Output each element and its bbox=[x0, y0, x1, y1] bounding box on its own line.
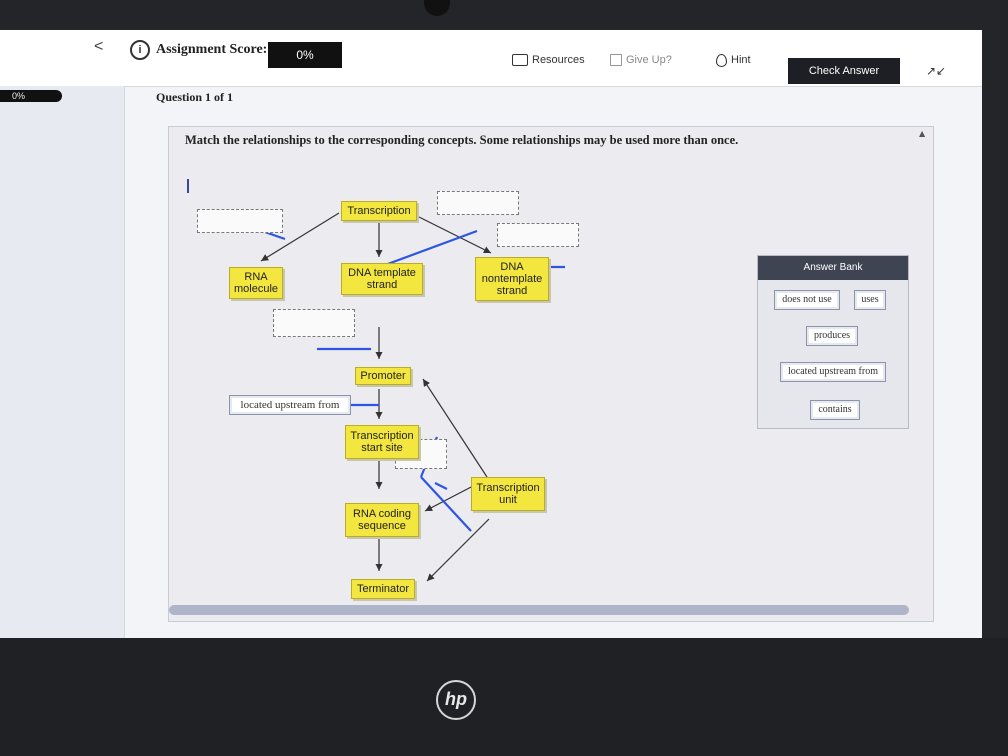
webcam bbox=[424, 0, 450, 16]
blue-stroke-7 bbox=[420, 476, 472, 532]
progress-bar bbox=[0, 90, 62, 102]
hint-button[interactable]: Hint bbox=[716, 46, 751, 74]
node-dna-nontemplate-strand: DNA nontemplate strand bbox=[475, 257, 549, 301]
blue-stroke-8 bbox=[434, 482, 448, 490]
check-answer-button[interactable]: Check Answer bbox=[788, 58, 900, 84]
hint-label: Hint bbox=[731, 54, 751, 66]
node-transcription-start-site: Transcription start site bbox=[345, 425, 419, 459]
question-counter: Question 1 of 1 bbox=[156, 90, 234, 104]
left-progress-panel: 0% bbox=[0, 86, 125, 638]
folder-icon bbox=[512, 54, 528, 67]
connector-transcription-rna bbox=[260, 212, 340, 262]
placed-answer-located-upstream[interactable]: located upstream from bbox=[229, 395, 351, 415]
node-rna-molecule: RNA molecule bbox=[229, 267, 283, 299]
lightbulb-icon bbox=[716, 53, 727, 67]
answer-contains[interactable]: contains bbox=[810, 400, 860, 420]
answer-located-upstream-from[interactable]: located upstream from bbox=[780, 362, 886, 382]
laptop-bezel-top bbox=[0, 0, 1008, 34]
assignment-score-label: Assignment Score: bbox=[156, 42, 268, 57]
info-icon[interactable]: i bbox=[130, 40, 150, 60]
answer-bank-title: Answer Bank bbox=[758, 256, 908, 280]
back-button[interactable]: < bbox=[94, 38, 104, 55]
give-up-button[interactable]: Give Up? bbox=[610, 46, 672, 74]
give-up-label: Give Up? bbox=[626, 54, 672, 66]
blue-stroke-2 bbox=[384, 229, 478, 267]
resources-button[interactable]: Resources bbox=[512, 46, 585, 74]
connector-unit-coding bbox=[424, 484, 476, 512]
question-instructions: Match the relationships to the correspon… bbox=[185, 133, 739, 147]
node-rna-coding-sequence: RNA coding sequence bbox=[345, 503, 419, 537]
dropzone-transcription-nontemplate[interactable] bbox=[497, 223, 579, 247]
screen: < i Assignment Score: 0% Resources Give … bbox=[0, 30, 982, 638]
hp-logo: hp bbox=[436, 680, 476, 720]
answer-does-not-use[interactable]: does not use bbox=[774, 290, 840, 310]
dropzone-transcription-template[interactable] bbox=[437, 191, 519, 215]
answer-produces[interactable]: produces bbox=[806, 326, 858, 346]
top-toolbar: < i Assignment Score: 0% Resources Give … bbox=[0, 30, 982, 87]
laptop-bezel-right bbox=[982, 30, 1008, 638]
node-transcription-unit: Transcription unit bbox=[471, 477, 545, 511]
horizontal-scrollbar[interactable] bbox=[169, 605, 909, 615]
give-up-icon bbox=[610, 54, 622, 67]
node-terminator: Terminator bbox=[351, 579, 415, 599]
node-dna-template-strand: DNA template strand bbox=[341, 263, 423, 295]
scroll-up-icon[interactable]: ▲ bbox=[919, 129, 926, 138]
dropzone-template-promoter[interactable] bbox=[273, 309, 355, 337]
answer-uses[interactable]: uses bbox=[854, 290, 886, 310]
answer-bank: Answer Bank does not use uses produces l… bbox=[757, 255, 909, 429]
node-transcription: Transcription bbox=[341, 201, 417, 221]
collapse-icon[interactable]: ↗↙ bbox=[926, 64, 947, 78]
connector-unit-terminator bbox=[426, 518, 490, 582]
question-panel: Match the relationships to the correspon… bbox=[168, 126, 934, 622]
assignment-score-value: 0% bbox=[268, 42, 342, 68]
node-promoter: Promoter bbox=[355, 367, 411, 385]
connector-transcription-nontemplate bbox=[418, 216, 492, 254]
resources-label: Resources bbox=[532, 54, 585, 66]
text-cursor bbox=[187, 179, 189, 193]
progress-text: 0% bbox=[12, 91, 26, 101]
laptop-bezel-bottom bbox=[0, 638, 1008, 756]
dropzone-transcription-rna[interactable] bbox=[197, 209, 283, 233]
connector-unit-promoter bbox=[422, 378, 488, 478]
